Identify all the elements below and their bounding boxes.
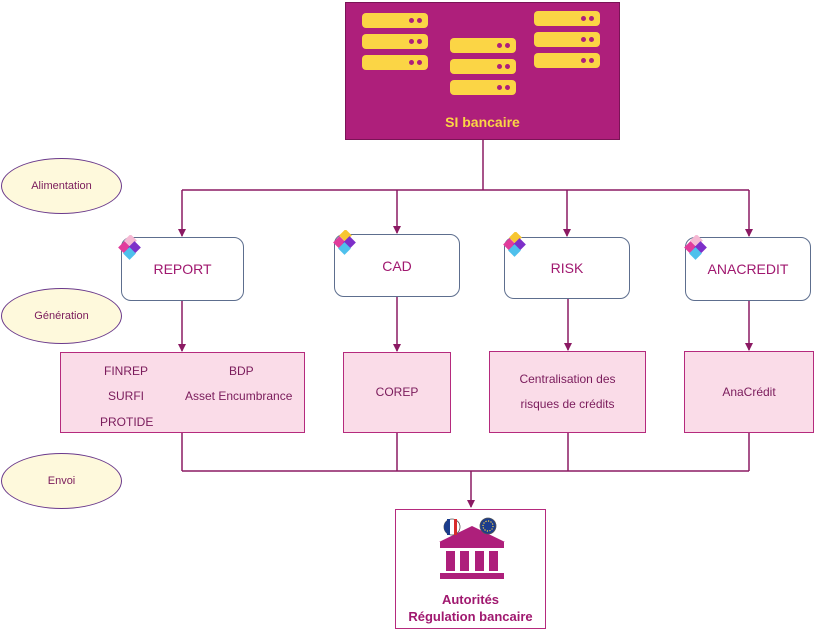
output-item-finrep: FINREP xyxy=(104,364,149,378)
output-item-asset-encumbrance: Asset Encumbrance xyxy=(185,389,293,403)
module-report-label: REPORT xyxy=(153,261,212,277)
server-icon xyxy=(450,59,516,74)
module-logo-icon xyxy=(684,235,707,260)
module-cad: CAD xyxy=(334,234,460,297)
server-icon xyxy=(362,13,428,28)
output-item-surfi: SURFI xyxy=(108,389,144,403)
output-cad: COREP xyxy=(343,352,451,433)
si-bancaire-block: SI bancaire xyxy=(345,2,620,140)
eu-flag-icon xyxy=(479,517,497,535)
output-risk: Centralisation des risques de crédits xyxy=(489,351,646,433)
output-corep-label: COREP xyxy=(375,385,419,399)
module-anacredit: ANACREDIT xyxy=(685,237,811,301)
server-icon xyxy=(534,11,600,26)
module-risk-label: RISK xyxy=(550,260,584,276)
module-logo-icon xyxy=(333,230,356,255)
server-icon xyxy=(362,34,428,49)
module-logo-icon xyxy=(118,235,141,260)
output-report: FINREP BDP SURFI Asset Encumbrance PROTI… xyxy=(60,352,305,433)
server-icon xyxy=(534,53,600,68)
server-icon xyxy=(534,32,600,47)
module-logo-icon xyxy=(503,232,526,257)
france-flag-icon xyxy=(443,518,461,536)
server-icon xyxy=(362,55,428,70)
phase-alimentation: Alimentation xyxy=(1,158,122,214)
output-item-protide: PROTIDE xyxy=(100,415,154,429)
server-icon xyxy=(450,80,516,95)
phase-envoi: Envoi xyxy=(1,453,122,509)
module-report: REPORT xyxy=(121,237,244,301)
module-anacredit-label: ANACREDIT xyxy=(707,261,789,277)
output-item-bdp: BDP xyxy=(229,364,254,378)
authorities-title: Autorités xyxy=(441,592,500,607)
authorities-box: Autorités Régulation bancaire xyxy=(395,509,546,629)
module-risk: RISK xyxy=(504,237,630,299)
si-bancaire-label: SI bancaire xyxy=(445,114,520,130)
bank-building-icon xyxy=(439,517,505,579)
output-anacredit-label: AnaCrédit xyxy=(722,384,776,399)
phase-generation: Génération xyxy=(1,288,122,344)
authorities-subtitle: Régulation bancaire xyxy=(408,609,533,624)
output-anacredit: AnaCrédit xyxy=(684,351,814,433)
server-icon xyxy=(450,38,516,53)
module-cad-label: CAD xyxy=(382,257,412,274)
output-centralisation-label: Centralisation des risques de crédits xyxy=(519,372,616,411)
